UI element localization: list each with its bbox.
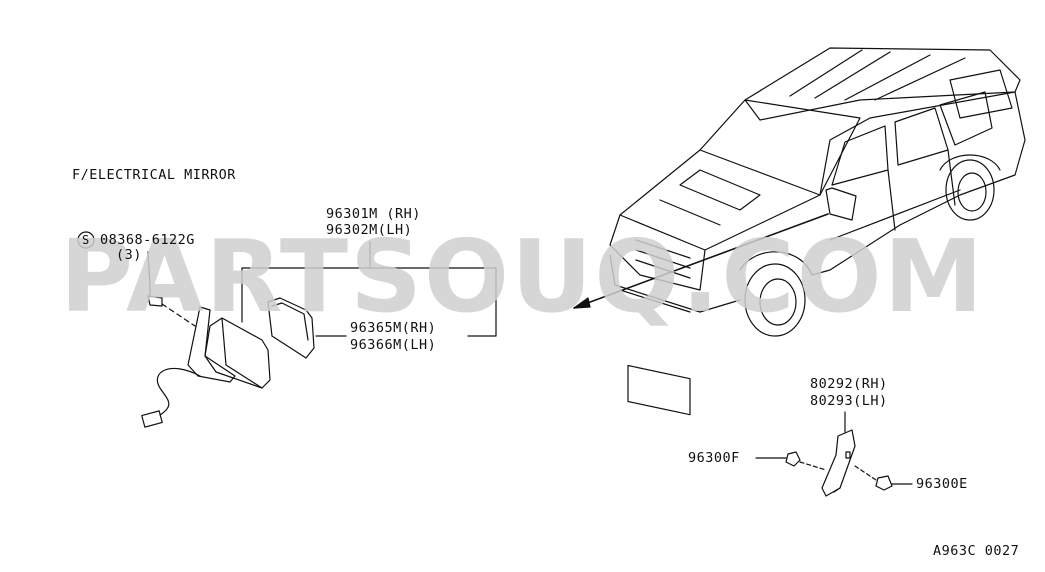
screw-quantity: (3) <box>116 247 142 263</box>
vehicle-illustration <box>610 48 1025 415</box>
screw-symbol: S <box>82 233 90 247</box>
drawing-code: A963C 0027 <box>933 543 1020 559</box>
bracket-illustration <box>756 412 912 496</box>
mirror-assembly-illustration <box>142 252 270 427</box>
clip-left-label[interactable]: 96300F <box>688 450 740 466</box>
screw-part-number[interactable]: 08368-6122G <box>100 232 195 248</box>
screw-symbol-circle <box>78 232 94 248</box>
mirror-glass-illustration <box>268 298 314 358</box>
clip-right-label[interactable]: 96300E <box>916 476 968 492</box>
callout-arrow <box>574 214 828 308</box>
mirror-glass-rh-label[interactable]: 96365M(RH) <box>350 320 437 336</box>
mirror-assembly-lh-label[interactable]: 96302M(LH) <box>326 222 413 238</box>
diagram-title: F/ELECTRICAL MIRROR <box>72 167 236 183</box>
bracket-rh-label[interactable]: 80292(RH) <box>810 376 888 392</box>
mirror-glass-lh-label[interactable]: 96366M(LH) <box>350 337 437 353</box>
bracket-lh-label[interactable]: 80293(LH) <box>810 393 888 409</box>
leader-lines <box>78 232 496 336</box>
mirror-assembly-rh-label[interactable]: 96301M (RH) <box>326 206 421 222</box>
